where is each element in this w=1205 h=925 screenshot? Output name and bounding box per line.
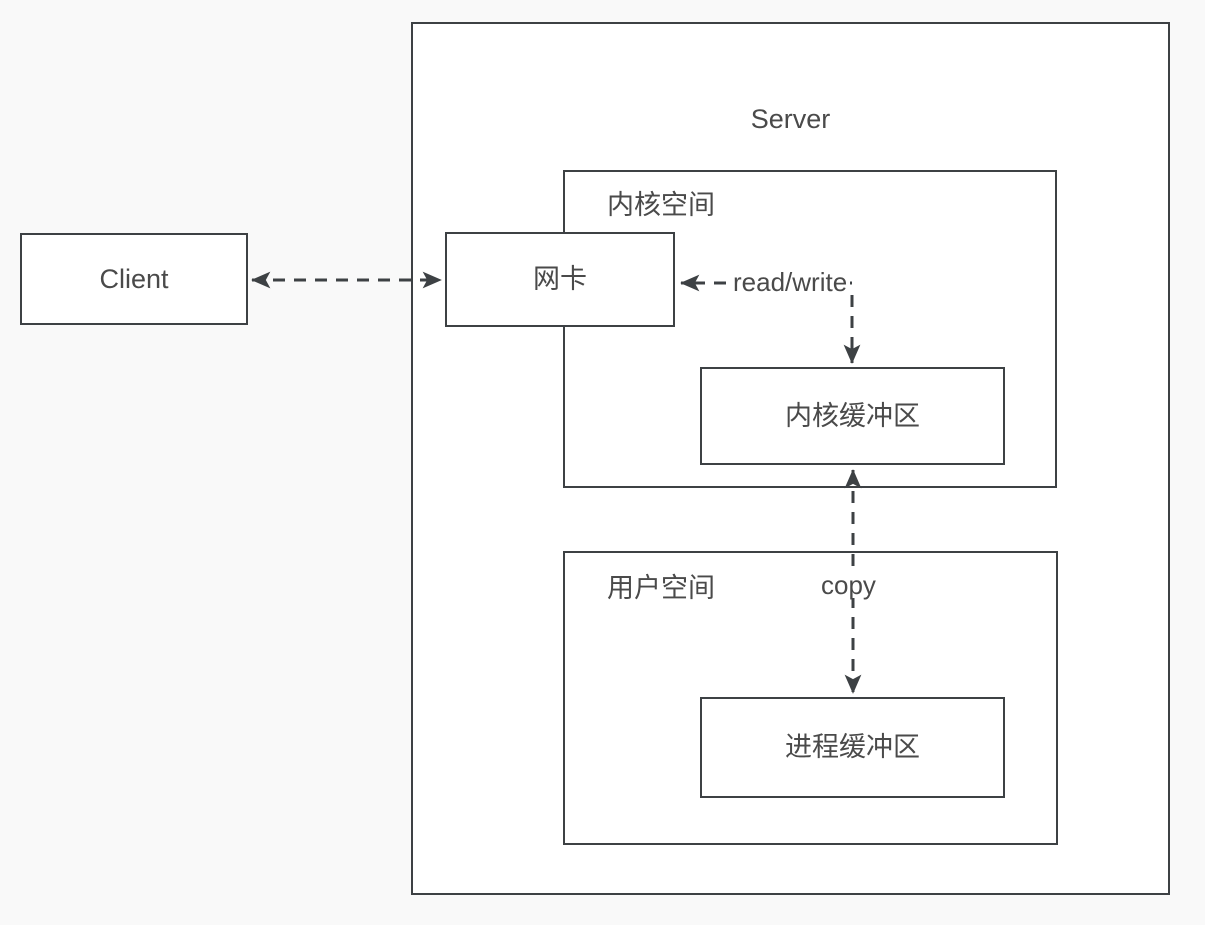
kernel-space-group-title: 内核空间 [607,190,715,220]
edge-label-copy: copy [818,572,879,598]
server-group-title: Server [750,104,831,134]
kernel-buffer-node[interactable]: 内核缓冲区 [700,367,1005,465]
edge-label-read-write: read/write [730,269,851,295]
client-node[interactable]: Client [20,233,248,325]
kernel-buffer-node-label: 内核缓冲区 [785,400,920,431]
nic-node-label: 网卡 [533,264,587,294]
user-space-group-title: 用户空间 [607,573,715,603]
nic-node[interactable]: 网卡 [445,232,675,327]
process-buffer-node[interactable]: 进程缓冲区 [700,697,1005,798]
client-node-label: Client [99,263,169,294]
process-buffer-node-label: 进程缓冲区 [785,732,920,762]
